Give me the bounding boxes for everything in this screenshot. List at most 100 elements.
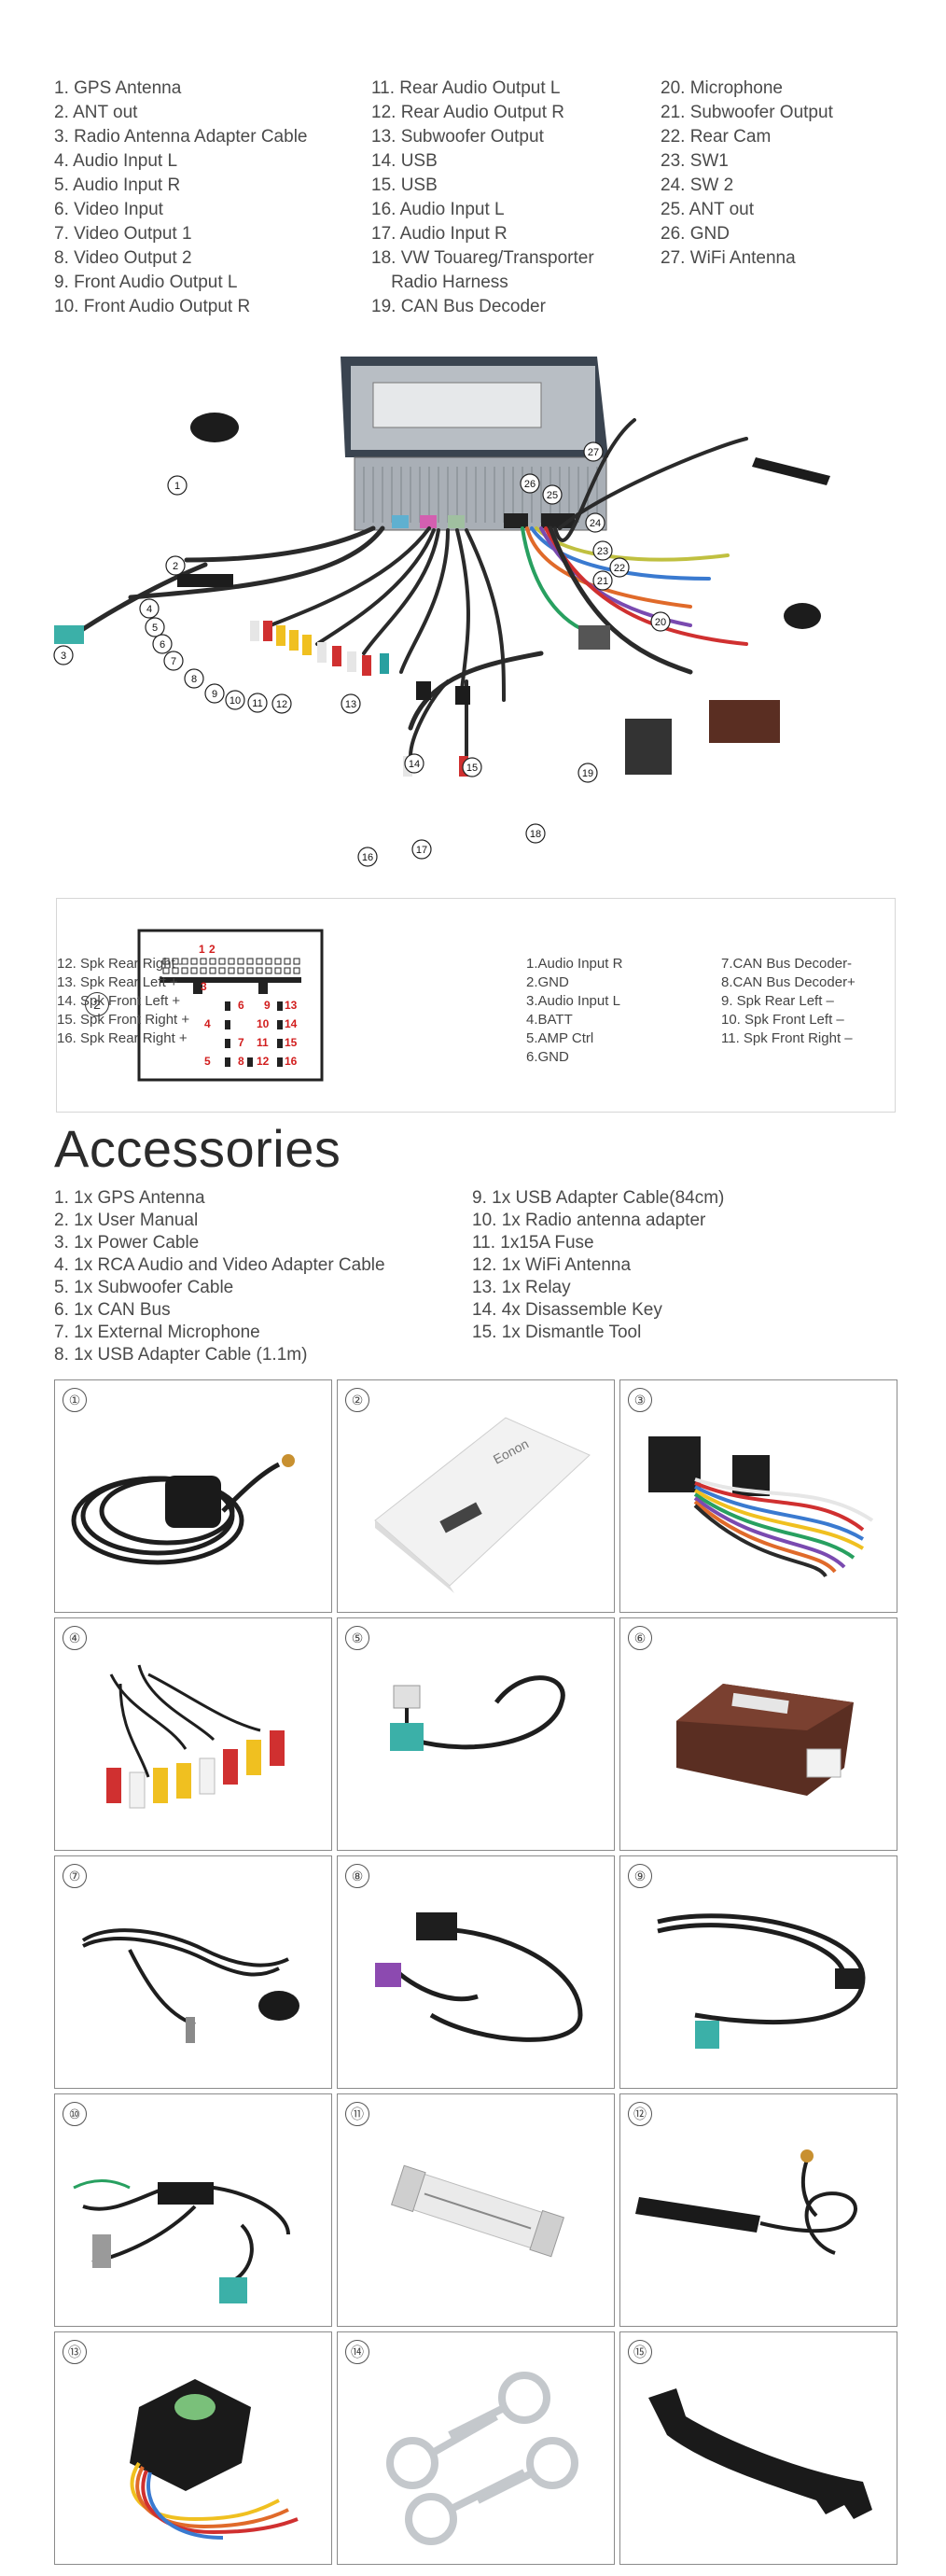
- pin-label: 11: [257, 1036, 269, 1049]
- radio-antenna-adapter-image: [73, 2179, 290, 2303]
- callout-label: 18: [530, 829, 541, 840]
- callout-label: 23: [597, 546, 608, 557]
- connection-item: 4. Audio Input L: [54, 151, 178, 171]
- photo-number: ③: [628, 1388, 652, 1412]
- connection-item: 16. Audio Input L: [371, 200, 505, 219]
- callout-circle: [163, 651, 184, 671]
- pin-item: 2.GND: [526, 974, 569, 990]
- pin-item: 10. Spk Front Left –: [721, 1012, 844, 1028]
- photo-radio-antenna-adapter: ⑩: [54, 2093, 332, 2327]
- pin-item: 9. Spk Rear Left –: [721, 993, 834, 1009]
- connection-item: 21. Subwoofer Output: [661, 103, 833, 122]
- photo-number: ⑩: [63, 2102, 87, 2126]
- callout-circle: [525, 823, 546, 844]
- callout-label: 16: [362, 852, 373, 863]
- accessories-column-2: 9. 1x USB Adapter Cable(84cm) 10. 1x Rad…: [472, 1187, 724, 1344]
- accessory-item: 3. 1x Power Cable: [54, 1233, 200, 1253]
- connection-item: 25. ANT out: [661, 200, 754, 219]
- callout-label: 1: [174, 481, 180, 492]
- pin-label: 10: [257, 1017, 270, 1030]
- callout-label: 17: [416, 845, 427, 856]
- photo-rca-cable: ④: [54, 1617, 332, 1851]
- photo-power-cable: ③: [619, 1379, 897, 1613]
- callout-circle: [145, 617, 165, 637]
- usb-cable-image: [657, 1913, 866, 2049]
- accessory-item: 12. 1x WiFi Antenna: [472, 1255, 632, 1275]
- pin-label: 15: [285, 1036, 298, 1049]
- accessory-item: 10. 1x Radio antenna adapter: [472, 1211, 706, 1230]
- pin-label: 13: [285, 999, 298, 1012]
- pinout-column-1: 1.Audio Input R 2.GND 3.Audio Input L 4.…: [526, 955, 622, 1067]
- connection-item: 8. Video Output 2: [54, 248, 192, 268]
- callout-circle: [577, 763, 598, 783]
- accessory-item: 13. 1x Relay: [472, 1278, 571, 1297]
- connection-column-2: 11. Rear Audio Output L 12. Rear Audio O…: [371, 77, 594, 319]
- accessory-item: 4. 1x RCA Audio and Video Adapter Cable: [54, 1255, 385, 1275]
- callout-circle: [139, 598, 160, 619]
- fuse-image: [390, 2164, 565, 2258]
- pin-label: 12: [257, 1055, 270, 1068]
- callout-label: 25: [547, 490, 558, 501]
- head-unit-image: [341, 357, 608, 531]
- callout-circle: [341, 693, 361, 714]
- photo-can-bus: ⑥: [619, 1617, 897, 1851]
- photo-number: ⑮: [628, 2340, 652, 2364]
- photo-number: ⑪: [345, 2102, 369, 2126]
- callout-label: 7: [171, 656, 176, 667]
- pin-item: 8.CAN Bus Decoder+: [721, 974, 856, 990]
- callout-label: 8: [191, 674, 197, 685]
- callout-circle: [53, 645, 74, 665]
- callout-circle: [585, 512, 605, 533]
- pin-label: 3: [201, 980, 207, 993]
- photo-disassemble-keys: ⑭: [337, 2331, 615, 2565]
- callout-circle: [592, 540, 613, 561]
- connection-item: 22. Rear Cam: [661, 127, 772, 147]
- accessories-photo-grid: ① Eonon ②: [54, 1379, 899, 2570]
- photo-number: ⑨: [628, 1864, 652, 1888]
- accessory-item: 15. 1x Dismantle Tool: [472, 1323, 642, 1342]
- callout-label: 10: [230, 695, 241, 707]
- dismantle-tool-image: [648, 2388, 872, 2519]
- disassemble-keys-image: [386, 2372, 578, 2545]
- connection-list: 1. GPS Antenna 2. ANT out 3. Radio Anten…: [54, 77, 931, 329]
- connection-item: 27. WiFi Antenna: [661, 248, 796, 268]
- usb-cable-image: [375, 1912, 583, 2042]
- accessory-item: 11. 1x15A Fuse: [472, 1233, 594, 1253]
- pinout-panel: 2 1 2 3 4 5: [56, 898, 896, 1113]
- connection-column-1: 1. GPS Antenna 2. ANT out 3. Radio Anten…: [54, 77, 307, 319]
- callout-label: 20: [655, 617, 666, 628]
- callout-label: 3: [61, 651, 66, 662]
- photo-number: ①: [63, 1388, 87, 1412]
- pin-item: 15. Spk Front Right +: [57, 1012, 190, 1028]
- callout-circle: [462, 757, 482, 777]
- power-cable-image: [648, 1436, 874, 1578]
- connection-item: 14. USB: [371, 151, 438, 171]
- photo-usb-cable-2: ⑨: [619, 1855, 897, 2089]
- pin-item: 6.GND: [526, 1049, 569, 1065]
- pin-label: 5: [204, 1055, 211, 1068]
- photo-number: ⑤: [345, 1626, 369, 1650]
- connection-item: 12. Rear Audio Output R: [371, 103, 565, 122]
- connection-item: 7. Video Output 1: [54, 224, 192, 244]
- pin-item: 4.BATT: [526, 1012, 573, 1028]
- callout-circle: [650, 611, 671, 632]
- pinout-marker: 2: [85, 992, 109, 1016]
- photo-number: ⑭: [345, 2340, 369, 2364]
- pin-item: 11. Spk Front Right –: [721, 1030, 853, 1046]
- photo-user-manual: Eonon ②: [337, 1379, 615, 1613]
- accessories-list: 1. 1x GPS Antenna 2. 1x User Manual 3. 1…: [54, 1187, 894, 1365]
- connection-item: 26. GND: [661, 224, 730, 244]
- pin-item: 12. Spk Rear Right –: [57, 956, 188, 972]
- connection-item: 24. SW 2: [661, 175, 734, 195]
- connection-item: 20. Microphone: [661, 78, 783, 98]
- connection-column-3: 20. Microphone 21. Subwoofer Output 22. …: [661, 77, 833, 271]
- microphone-image: [81, 1928, 299, 2043]
- pinout-column-2: 7.CAN Bus Decoder- 8.CAN Bus Decoder+ 9.…: [721, 955, 856, 1048]
- callout-label: 14: [409, 759, 420, 770]
- pinout-column-3: 12. Spk Rear Right – 13. Spk Rear Left +…: [57, 955, 189, 1048]
- connection-item: 3. Radio Antenna Adapter Cable: [54, 127, 308, 147]
- callout-circle: [225, 690, 245, 710]
- accessory-item: 6. 1x CAN Bus: [54, 1300, 171, 1320]
- connection-item: 10. Front Audio Output R: [54, 297, 251, 316]
